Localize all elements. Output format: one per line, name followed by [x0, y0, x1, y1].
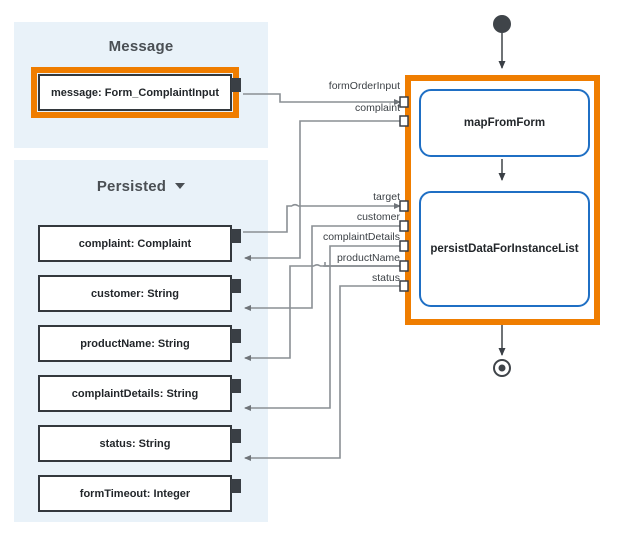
variable-box-customer[interactable]: customer: String: [38, 275, 241, 312]
wire-status-to-statusbox: [244, 285, 400, 461]
start-node-icon: [493, 15, 511, 33]
port-square-status[interactable]: [231, 429, 241, 443]
port-square-formtimeout[interactable]: [231, 479, 241, 493]
edge-label-formorderinput: formOrderInput: [328, 80, 400, 92]
port-square-complaintdetails[interactable]: [231, 379, 241, 393]
flow-node-mapfromform[interactable]: mapFromForm: [419, 89, 590, 157]
variable-box-customer-label: customer: String: [90, 287, 179, 300]
edge-label-target: target: [373, 191, 400, 203]
flow-group-highlighted[interactable]: mapFromForm persistDataForInstanceList: [405, 75, 600, 325]
panel-title-message: Message: [14, 38, 268, 55]
variable-box-complaint[interactable]: complaint: Complaint: [38, 225, 241, 262]
flow-node-persistdataforinstancelist-label: persistDataForInstanceList: [430, 243, 579, 255]
variable-box-formtimeout[interactable]: formTimeout: Integer: [38, 475, 241, 512]
port-square-productname[interactable]: [231, 329, 241, 343]
chevron-down-icon[interactable]: [175, 183, 186, 190]
end-node-dot-icon: [498, 364, 506, 372]
variable-box-message[interactable]: message: Form_ComplaintInput: [31, 67, 241, 118]
edge-label-productname: productName: [336, 252, 400, 264]
variable-box-formtimeout-label: formTimeout: Integer: [79, 487, 191, 500]
flow-node-persistdataforinstancelist[interactable]: persistDataForInstanceList: [419, 191, 590, 307]
wire-complaintdetails-to-box: [244, 245, 400, 411]
edge-label-status: status: [371, 272, 400, 284]
port-square-message[interactable]: [231, 78, 241, 92]
variable-box-message-label: message: Form_ComplaintInput: [50, 86, 220, 99]
panel-title-message-label: Message: [108, 38, 174, 55]
variable-box-productname-label: productName: String: [80, 337, 190, 350]
variable-box-status-label: status: String: [99, 437, 171, 450]
flow-node-mapfromform-label: mapFromForm: [463, 117, 546, 129]
variable-box-complaintdetails[interactable]: complaintDetails: String: [38, 375, 241, 412]
wire-hop-productname: [313, 264, 321, 267]
port-square-complaint[interactable]: [231, 229, 241, 243]
variable-box-complaint-label: complaint: Complaint: [78, 237, 192, 250]
end-node-ring-icon: [493, 359, 511, 377]
variable-box-productname[interactable]: productName: String: [38, 325, 241, 362]
port-square-customer[interactable]: [231, 279, 241, 293]
panel-title-persisted[interactable]: Persisted: [14, 178, 268, 195]
variable-box-status[interactable]: status: String: [38, 425, 241, 462]
edge-label-complaint: complaint: [355, 102, 400, 114]
edge-label-customer: customer: [356, 211, 400, 223]
variable-box-complaintdetails-label: complaintDetails: String: [71, 387, 199, 400]
edge-label-complaintdetails: complaintDetails: [322, 231, 400, 243]
panel-title-persisted-label: Persisted: [96, 178, 167, 195]
wire-hop-target: [291, 203, 299, 207]
